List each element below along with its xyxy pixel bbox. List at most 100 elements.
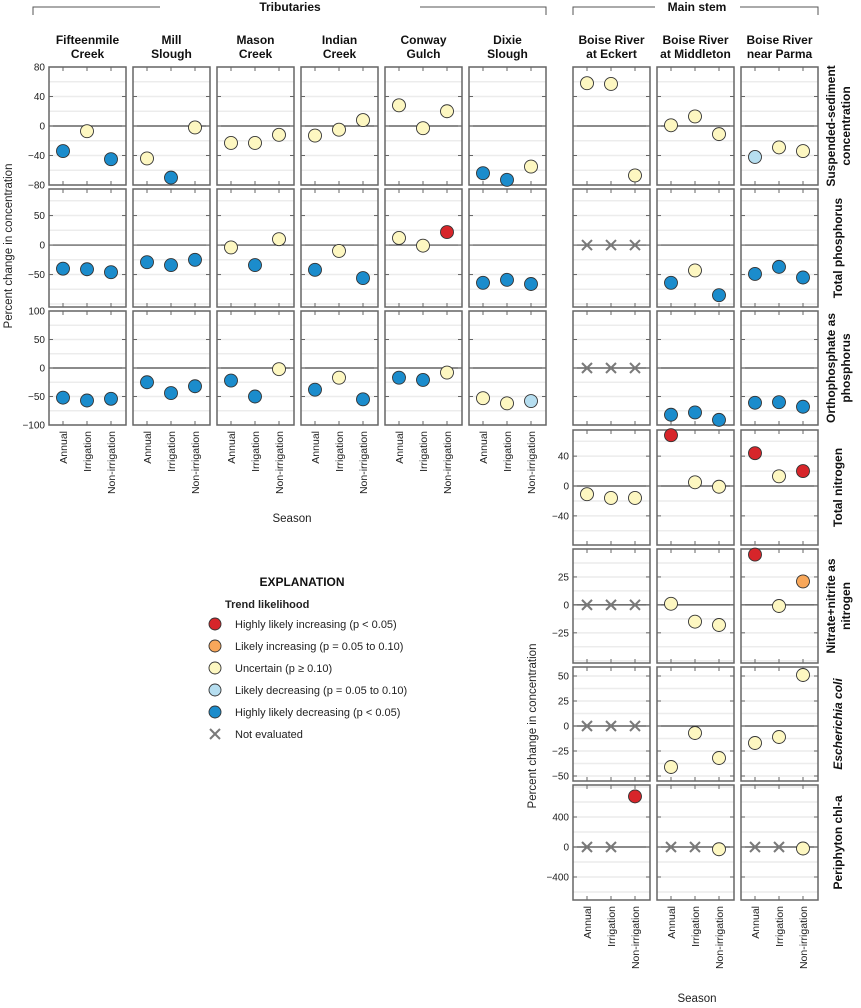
x-stroke (629, 362, 641, 374)
data-point (772, 395, 786, 410)
panel (572, 188, 651, 308)
panel-background (741, 189, 818, 307)
season-label: Non-irrigation (358, 431, 370, 494)
panel-background (657, 785, 734, 900)
legend-label: Highly likely decreasing (p < 0.05) (235, 707, 400, 719)
panel-frame (300, 310, 379, 426)
legend-swatch (208, 617, 222, 631)
panel-frame (384, 66, 463, 186)
row-label-line: phosphorus (839, 333, 853, 403)
data-point (188, 252, 202, 267)
panel-frame (132, 188, 211, 308)
panel-frame (656, 548, 735, 664)
panel-background (741, 667, 818, 781)
y-tick-label: −40 (552, 511, 569, 522)
data-point (188, 379, 202, 394)
season-label: Annual (58, 431, 70, 464)
data-point (80, 262, 94, 277)
tributaries-label: Tributaries (259, 0, 321, 14)
row-label: Periphyton chl-a (831, 795, 845, 889)
data-point (140, 375, 154, 390)
panel-frame (740, 784, 819, 901)
panel (572, 548, 651, 664)
data-point (440, 225, 454, 240)
legend-swatch (208, 661, 222, 675)
data-point (664, 275, 678, 290)
season-label: Annual (750, 906, 762, 939)
data-point (748, 395, 762, 410)
x-stroke (581, 362, 593, 374)
panel-frame (572, 188, 651, 308)
panel (384, 310, 463, 426)
season-label: Annual (226, 431, 238, 464)
data-point (188, 120, 202, 135)
data-point (476, 275, 490, 290)
not-evaluated-marker (665, 841, 677, 853)
tributaries-bracket (32, 6, 547, 15)
season-label: Non-irrigation (714, 906, 726, 969)
y-tick-label: 40 (34, 92, 46, 103)
y-tick-label: 80 (34, 63, 46, 74)
data-point (712, 412, 726, 427)
data-point (56, 390, 70, 405)
panel (656, 548, 735, 664)
panel-background (133, 189, 210, 307)
panel (656, 784, 735, 901)
not-evaluated-marker (581, 362, 593, 374)
legend-title: EXPLANATION (259, 575, 344, 589)
not-evaluated-marker (605, 599, 617, 611)
x-stroke (773, 841, 785, 853)
y-tick-label: 25 (558, 697, 570, 708)
panel (740, 784, 819, 901)
row-label-line: Total phosphorus (831, 197, 845, 298)
data-point (796, 399, 810, 414)
season-label: Annual (310, 431, 322, 464)
data-point (332, 243, 346, 258)
data-point (308, 128, 322, 143)
data-point (164, 258, 178, 273)
y-tick-label: 50 (558, 672, 570, 683)
data-point (688, 726, 702, 740)
y-tick-label: −50 (28, 270, 45, 281)
data-point (580, 487, 594, 502)
data-point (104, 265, 118, 280)
not-evaluated-marker (629, 362, 641, 374)
x-stroke (581, 841, 593, 853)
panel (48, 310, 127, 426)
site-name-line: Conway (400, 33, 446, 47)
data-point (104, 152, 118, 167)
season-label: Irrigation (418, 431, 430, 472)
row-label: Total nitrogen (831, 448, 845, 527)
row-label-line: Periphyton chl-a (831, 795, 845, 889)
not-evaluated-marker (581, 599, 593, 611)
panel-frame (656, 429, 735, 546)
panel (572, 66, 651, 186)
panel-frame (572, 66, 651, 186)
panel-frame (216, 66, 295, 186)
data-point (524, 277, 538, 291)
panel-frame (656, 66, 735, 186)
y-tick-label: 0 (563, 482, 569, 493)
season-label: Annual (394, 431, 406, 464)
not-evaluated-marker (581, 720, 593, 732)
panel (300, 188, 379, 308)
y-tick-label: −50 (552, 772, 569, 783)
season-label: Non-irrigation (630, 906, 642, 969)
season-label: Non-irrigation (442, 431, 454, 494)
panel-frame (384, 188, 463, 308)
row-label: Nitrate+nitrite asnitrogen (824, 558, 853, 653)
y-tick-label: −25 (552, 747, 569, 758)
site-name-line: Slough (487, 47, 528, 61)
site-name-line: Indian (322, 33, 357, 47)
data-point (688, 109, 702, 124)
panel-frame (384, 310, 463, 426)
panel (132, 188, 211, 308)
y-tick-label: −50 (28, 392, 45, 403)
x-stroke (581, 599, 593, 611)
y-tick-label: 100 (28, 307, 45, 318)
data-point (712, 288, 726, 303)
site-name-line: Boise River (746, 33, 812, 47)
